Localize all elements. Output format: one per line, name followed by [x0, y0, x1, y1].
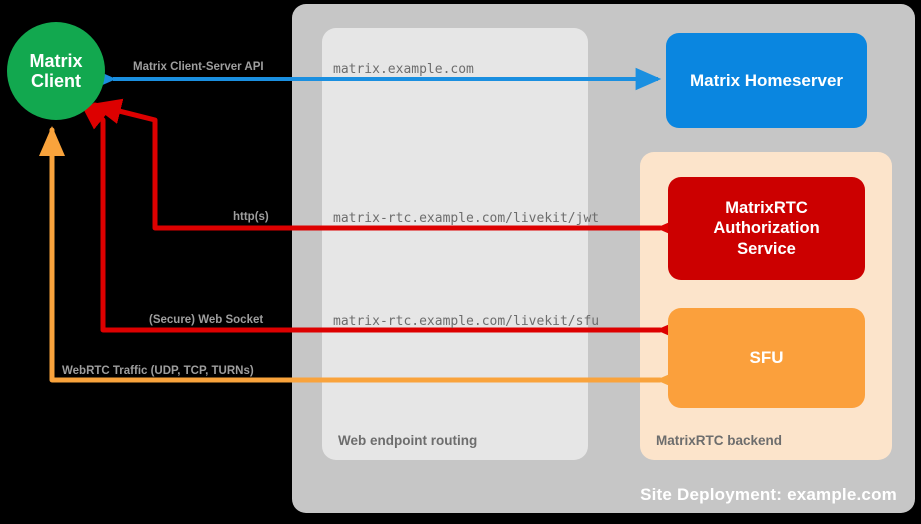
matrixrtc-authorization-service-node[interactable]: MatrixRTC Authorization Service: [668, 177, 865, 280]
sfu-label: SFU: [749, 348, 784, 367]
protocol-label-web-socket: (Secure) Web Socket: [149, 314, 264, 326]
endpoint-livekit-sfu: matrix-rtc.example.com/livekit/sfu: [333, 314, 600, 329]
matrix-client-label-line1: Matrix: [29, 50, 83, 71]
protocol-label-https: http(s): [233, 211, 269, 223]
sfu-node[interactable]: SFU: [668, 308, 865, 408]
matrix-homeserver-label: Matrix Homeserver: [689, 70, 844, 90]
auth-service-label-line3: Service: [737, 239, 796, 258]
site-deployment-label: Site Deployment: example.com: [640, 485, 897, 504]
matrix-homeserver-node[interactable]: Matrix Homeserver: [666, 33, 867, 128]
protocol-label-client-server-api: Matrix Client-Server API: [133, 61, 264, 73]
endpoint-matrix-domain: matrix.example.com: [333, 62, 474, 77]
auth-service-label-line2: Authorization: [713, 219, 820, 238]
endpoint-livekit-jwt: matrix-rtc.example.com/livekit/jwt: [333, 211, 600, 226]
protocol-label-webrtc-traffic: WebRTC Traffic (UDP, TCP, TURNs): [62, 365, 254, 377]
matrixrtc-backend-label: MatrixRTC backend: [656, 433, 783, 448]
auth-service-label-line1: MatrixRTC: [725, 198, 808, 217]
matrix-client-node[interactable]: Matrix Client: [7, 22, 105, 120]
matrix-client-label-line2: Client: [30, 71, 81, 91]
web-endpoint-routing-label: Web endpoint routing: [338, 433, 478, 448]
web-endpoint-routing-container: Web endpoint routing: [322, 28, 588, 460]
